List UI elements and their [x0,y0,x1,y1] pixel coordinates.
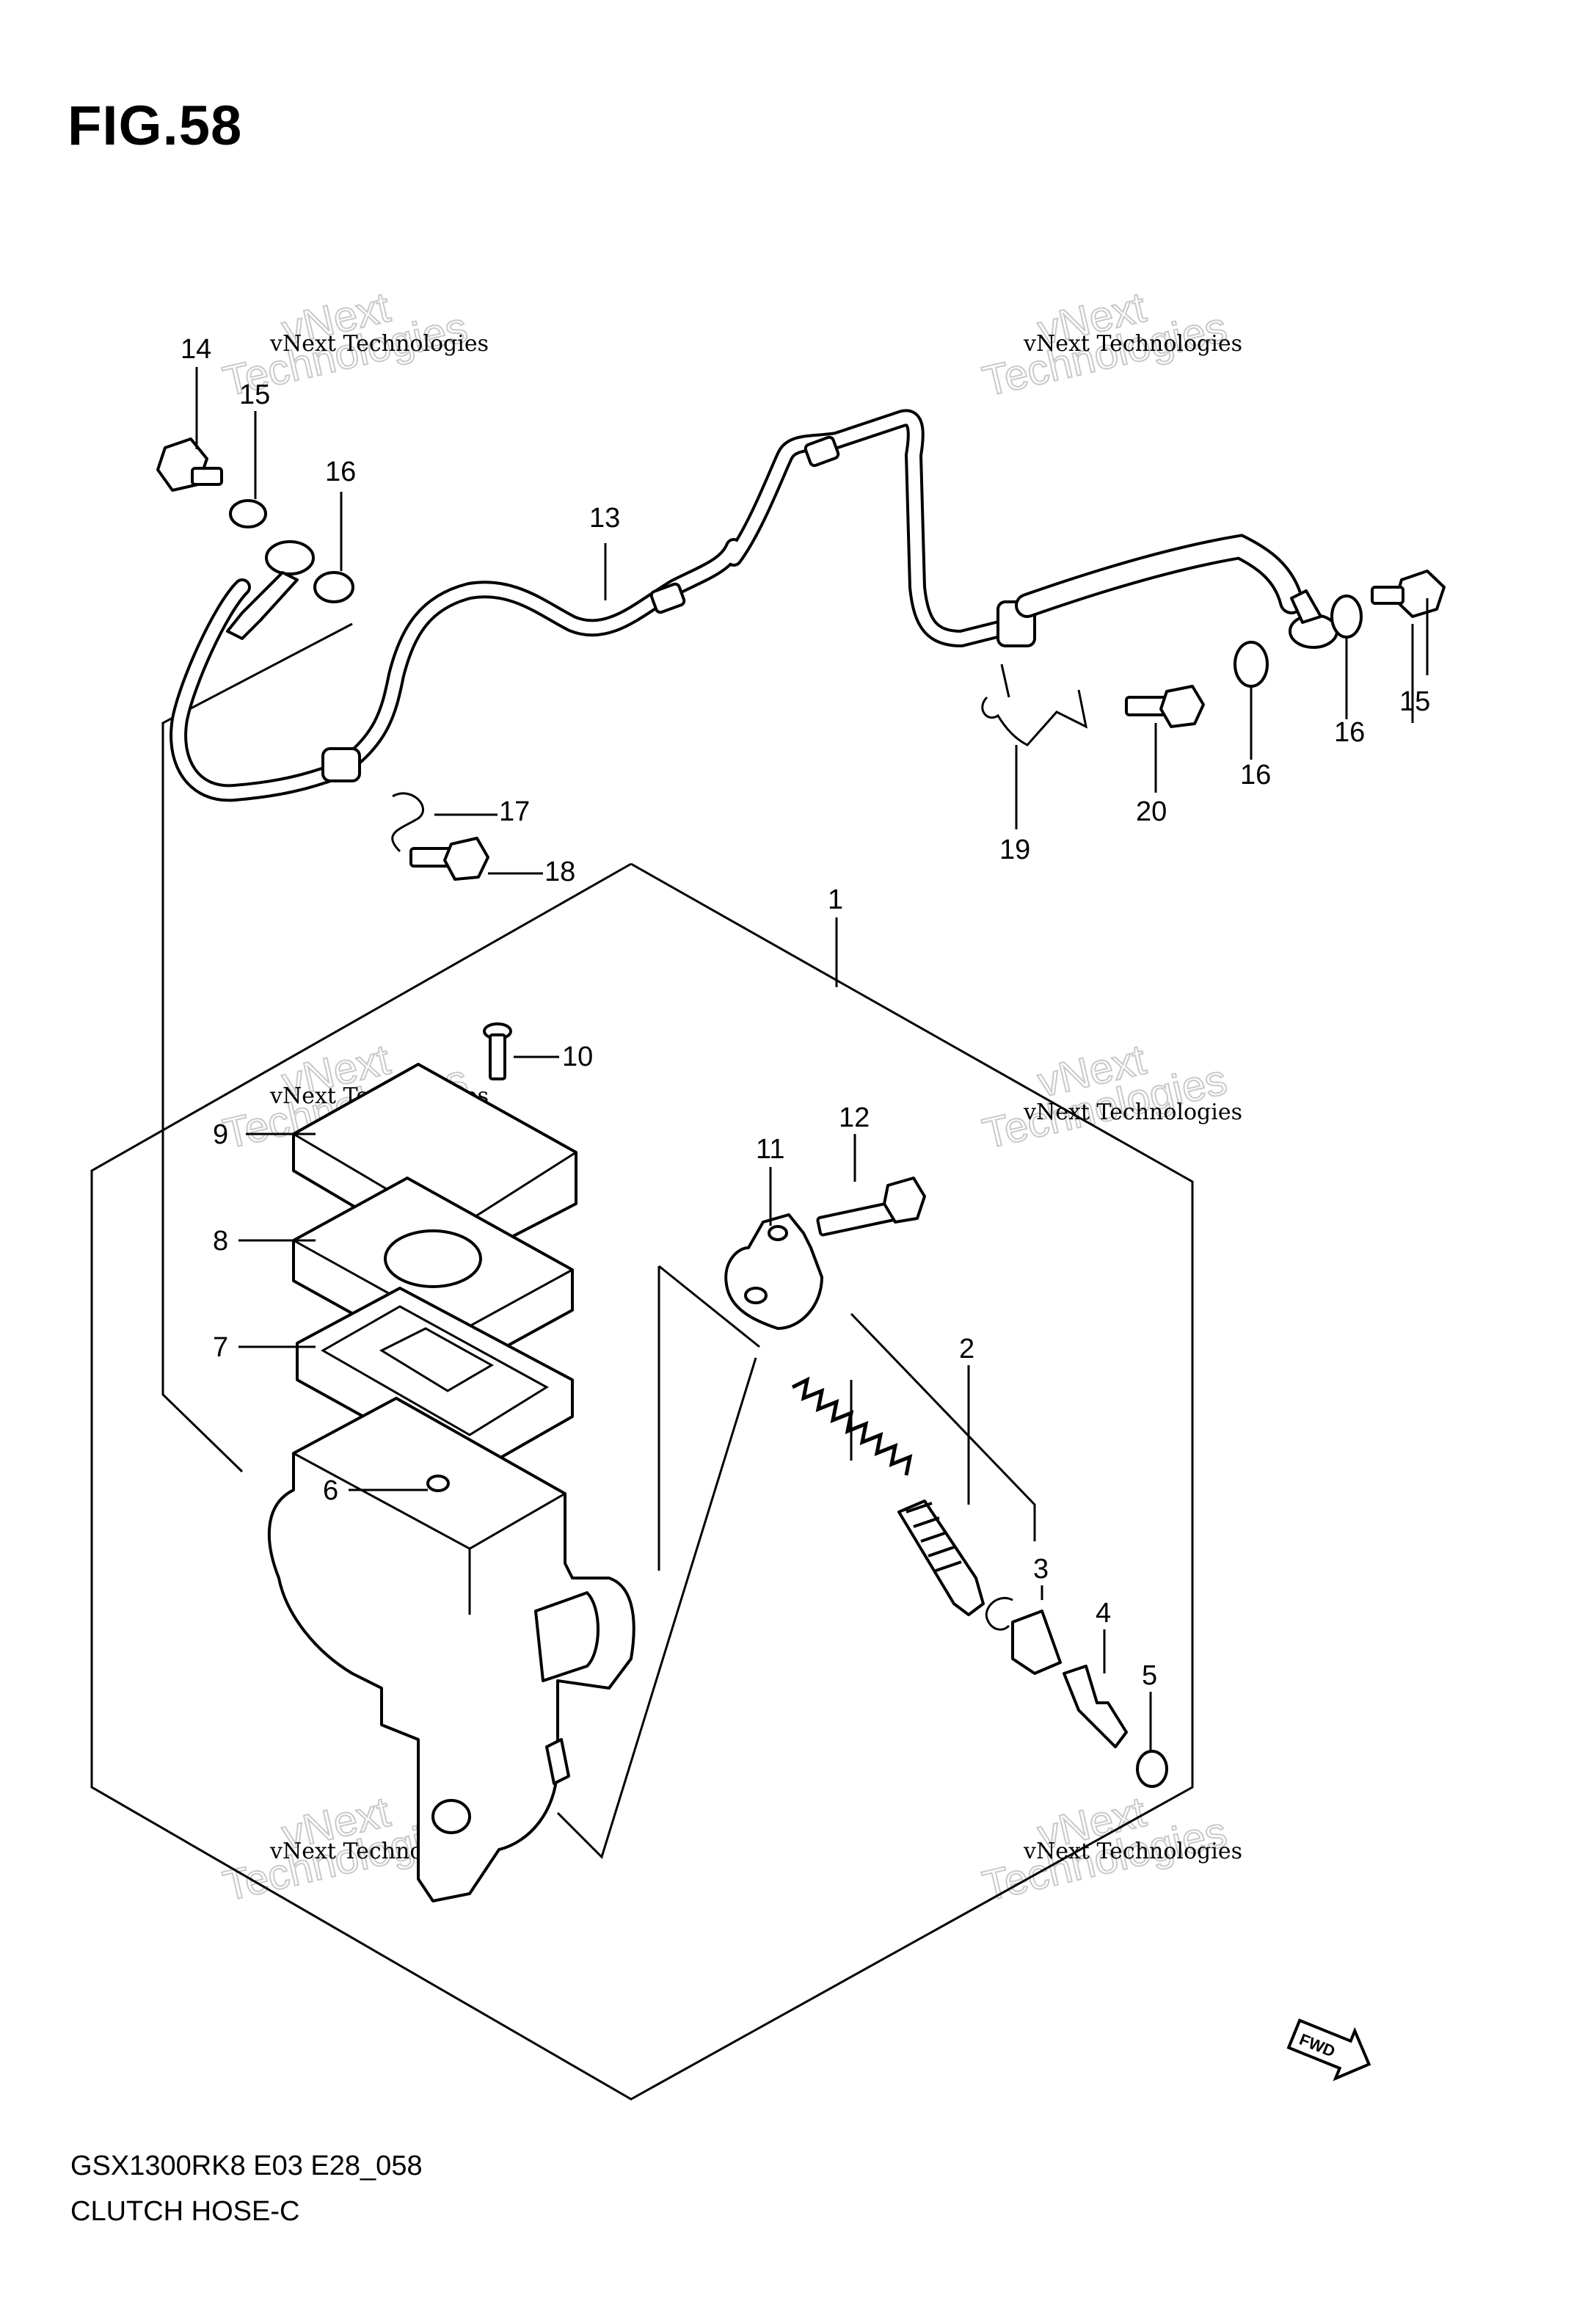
bracket-hole [768,1225,788,1241]
callout-16: 16 [325,457,356,487]
footer-model-code: GSX1300RK8 E03 E28_058 [70,2151,423,2181]
clutch-hose-inner [172,412,1011,799]
banjo-bolt [1371,570,1446,618]
reference-line [658,1265,760,1348]
plate-opening [384,1229,482,1288]
clamp-bolt [1125,685,1205,728]
callout-7: 7 [213,1332,228,1363]
banjo-fitting [265,540,315,575]
watermark: vNext Technologies vNext Technologies [977,1035,1242,1159]
callout-19: 19 [999,835,1030,865]
bracket-hole [744,1287,768,1304]
callout-1: 1 [828,884,843,915]
piston-cups [906,1502,962,1572]
body-port [431,1799,471,1834]
circlip [985,1596,1013,1631]
hose-fitting [321,747,361,782]
figure-title: FIG.58 [68,95,243,157]
clamp-bolt [409,837,489,881]
sealing-washer [229,499,267,528]
hose-group-outline [161,622,353,1473]
leader-line [1000,664,1010,698]
reservoir-cap [292,1063,577,1268]
callout-18: 18 [544,857,575,887]
piston-kit-bracket [850,1312,1036,1541]
assembly-outline-hexagon [90,862,1194,2101]
piston-kit-bracket [556,1357,757,1859]
banjo-neck [1290,589,1322,624]
sealing-washer [313,571,354,603]
callout-12: 12 [839,1102,870,1133]
callout-14: 14 [181,334,211,365]
body-screw [426,1475,450,1492]
callout-8: 8 [213,1226,228,1257]
body-boss [534,1591,600,1682]
diaphragm-inner [379,1327,495,1392]
callout-3: 3 [1033,1554,1049,1585]
reservoir-screw [483,1022,512,1080]
callout-15: 15 [1399,686,1430,717]
callout-4: 4 [1096,1598,1111,1629]
forward-direction-icon: FWD [1286,2018,1371,2082]
svg-text:vNext Technologies: vNext Technologies [269,331,489,357]
hose-fitting [804,435,840,468]
svg-text:vNext Technologies: vNext Technologies [1023,331,1242,357]
push-rod-cap [1136,1750,1168,1788]
clutch-hose-right-inner [1018,537,1301,615]
callout-16: 15 [239,379,270,410]
pivot-pin [545,1738,570,1785]
svg-text:vNext Technologies: vNext Technologies [1023,1099,1242,1125]
callout-13: 13 [589,503,620,534]
callout-5: 5 [1142,1660,1157,1691]
clutch-hose [170,409,1014,802]
sealing-washer [1330,595,1363,639]
hose-clamp [391,792,424,853]
callout-16: 16 [1334,717,1365,748]
watermark: vNext Technologies vNext Technologies [977,283,1242,407]
svg-text:vNext Technologies: vNext Technologies [1023,1839,1242,1864]
dust-boot [1011,1610,1062,1675]
banjo-neck [226,571,299,640]
sealing-washer [1234,641,1269,688]
callout-11: 11 [756,1134,784,1165]
bracket-bolt [816,1177,926,1237]
callout-20: 20 [1136,796,1167,827]
footer-section-name: CLUTCH HOSE-C [70,2196,300,2227]
reservoir-diaphragm [296,1287,574,1477]
piston [897,1499,985,1616]
callout-2: 2 [959,1334,974,1364]
push-rod [1063,1665,1128,1748]
callout-6: 6 [323,1475,338,1506]
watermark: vNext Technologies vNext Technologies [977,1787,1242,1911]
master-cylinder-body [267,1397,635,1902]
diaphragm-inner [320,1305,549,1436]
return-spring [791,1376,913,1476]
banjo-bolt [156,437,223,492]
callout-9: 9 [213,1119,228,1150]
hose-fitting [649,582,686,614]
hose-clamp [981,689,1088,746]
callout-10: 10 [562,1042,593,1072]
callout-16: 16 [1240,760,1271,790]
callout-17: 17 [499,796,530,827]
